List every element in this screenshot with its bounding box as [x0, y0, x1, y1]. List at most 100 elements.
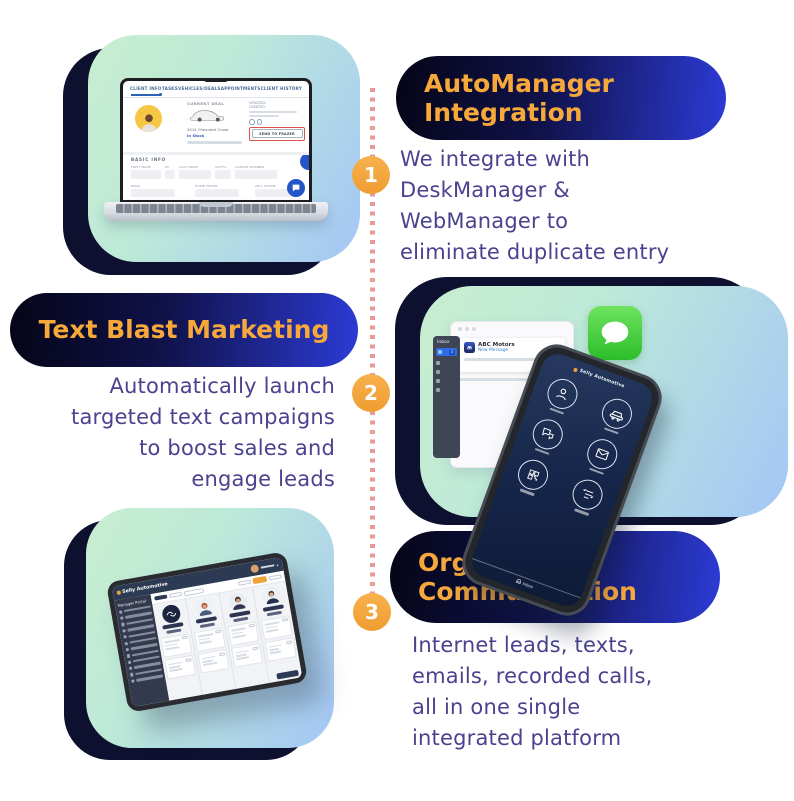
step2-title-pill: Text Blast Marketing [10, 293, 358, 367]
body-line: emails, recorded calls, [412, 664, 653, 688]
skeleton-bar [459, 378, 537, 382]
floating-action-circle [300, 153, 309, 170]
pipeline-column [152, 599, 203, 701]
first-name-input[interactable] [131, 170, 161, 179]
column-button-pill[interactable] [233, 616, 249, 623]
fields-row-1: FIRST NAME MI LAST NAME SUFFIX LICENSE N… [131, 165, 307, 179]
deal-details: CURRENT DEAL 2014 Chevrolet Cruze In Sto… [187, 101, 249, 144]
chevron-down-icon: ▾ [275, 562, 279, 568]
tablet-main-area [150, 570, 303, 701]
pipeline-column [219, 587, 270, 689]
tablet-mockup: Selly Automotive ▾ Manager Portal [105, 551, 309, 713]
body-line: to boost sales and [139, 436, 335, 460]
suffix-input[interactable] [215, 170, 231, 179]
skeleton-bar [249, 110, 297, 114]
body-line: eliminate duplicate entry [400, 240, 670, 264]
user-name-bar [260, 564, 275, 569]
inbox-selected-item[interactable]: 3 [436, 348, 457, 356]
lead-card[interactable] [160, 632, 193, 658]
body-line: integrated platform [412, 726, 622, 750]
toolbar-button[interactable] [268, 573, 282, 581]
mi-input[interactable] [165, 170, 175, 179]
laptop-base-notch [199, 202, 233, 207]
step1-title-pill: AutoManager Integration [396, 56, 726, 140]
tab-appointments[interactable]: APPOINTMENTS [220, 86, 261, 91]
lead-card[interactable] [164, 654, 197, 680]
app-clients[interactable] [542, 374, 582, 417]
active-tab-dot [159, 93, 162, 97]
app-tasks[interactable] [567, 475, 607, 518]
chat-widget-button[interactable] [287, 179, 305, 197]
toolbar-tab-active[interactable] [154, 594, 168, 601]
crm-screen: CLIENT INFO TASKS VEHICLES/DEALS APPOINT… [123, 81, 309, 200]
action-circle-icon[interactable] [256, 119, 262, 125]
license-number-input[interactable] [235, 170, 277, 179]
field-label: CELL PHONE [255, 183, 276, 188]
pipeline-columns [152, 582, 302, 701]
action-circle-icon[interactable] [249, 119, 255, 125]
step1-title-line2: Integration [424, 98, 583, 127]
toolbar-button[interactable] [237, 579, 252, 587]
lead-card[interactable] [197, 648, 230, 674]
last-name-input[interactable] [179, 170, 211, 179]
phone-bottom-bar[interactable]: Inbox [468, 557, 582, 607]
home-phone-input[interactable] [195, 188, 239, 197]
deal-meta: UPDATED: CREATED: SEND TO FRAZER [249, 101, 305, 141]
vehicle-name: 2014 Chevrolet Cruze [187, 127, 229, 132]
tab-tasks[interactable]: TASKS [161, 86, 178, 91]
step3-body-text: Internet leads, texts, emails, recorded … [412, 630, 742, 754]
column-avatar-photo [227, 591, 249, 613]
divider [123, 152, 309, 155]
tab-client-history[interactable]: CLIENT HISTORY [260, 86, 302, 91]
column-button-pill[interactable] [166, 628, 182, 635]
send-to-frazer-button[interactable]: SEND TO FRAZER [251, 129, 303, 139]
current-deal-section: CURRENT DEAL 2014 Chevrolet Cruze In Sto… [123, 98, 309, 170]
envelope-icon [595, 448, 609, 461]
tab-client-info[interactable]: CLIENT INFO [130, 86, 162, 91]
sidebar-item[interactable] [436, 379, 457, 383]
laptop-mockup: CLIENT INFO TASKS VEHICLES/DEALS APPOINT… [120, 78, 312, 203]
app-icon [464, 342, 475, 354]
toolbar-tab[interactable] [168, 591, 183, 599]
imessage-icon [588, 306, 642, 360]
field-label: LAST NAME [179, 165, 199, 169]
window-traffic-lights [458, 327, 476, 331]
app-email[interactable] [582, 435, 622, 477]
app-inventory[interactable] [596, 394, 637, 437]
phone-bottom-label: Inbox [522, 580, 535, 589]
column-button-pill[interactable] [199, 622, 216, 629]
handshake-icon [165, 611, 176, 617]
basic-info-label: BASIC INFO [131, 157, 167, 162]
notification-header: ABC Motors New Message [464, 342, 560, 354]
crm-tab-bar: CLIENT INFO TASKS VEHICLES/DEALS APPOINT… [123, 81, 309, 91]
search-input[interactable] [183, 587, 205, 596]
body-line: all in one single [412, 695, 581, 719]
email-input[interactable] [131, 188, 175, 197]
sidebar-item[interactable] [436, 370, 457, 374]
body-line: We integrate with [400, 147, 591, 171]
body-line: targeted text campaigns [71, 405, 335, 429]
current-deal-label: CURRENT DEAL [187, 101, 225, 106]
column-button-pill[interactable] [266, 610, 283, 617]
step-number-3: 3 [353, 593, 391, 631]
tab-vehicles-deals[interactable]: VEHICLES/DEALS [178, 86, 221, 91]
lead-card[interactable] [227, 621, 260, 646]
stock-status: In Stock [187, 133, 205, 138]
chat-bubbles-icon [541, 427, 554, 440]
skeleton-bar [187, 141, 242, 144]
unread-badge: 3 [449, 349, 455, 355]
lead-card[interactable] [260, 615, 293, 640]
lead-card[interactable] [193, 626, 226, 652]
cell-phone-input[interactable] [255, 188, 299, 197]
car-icon [190, 110, 225, 122]
lead-card[interactable] [231, 643, 264, 668]
lead-card[interactable] [264, 637, 297, 662]
sidebar-item[interactable] [436, 361, 457, 365]
app-texts[interactable] [527, 415, 567, 457]
sidebar-item[interactable] [436, 388, 457, 392]
person-icon [556, 388, 567, 401]
app-scanner[interactable] [512, 455, 553, 498]
laptop-notch [203, 78, 229, 82]
toolbar-primary-button[interactable] [252, 576, 268, 584]
user-avatar [250, 564, 260, 574]
